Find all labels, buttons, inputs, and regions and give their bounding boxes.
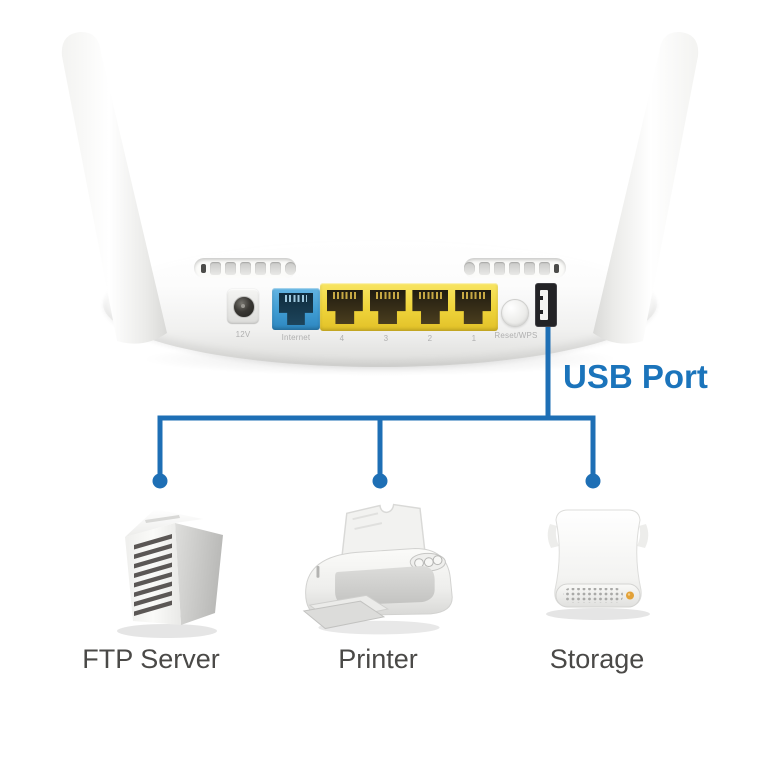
usb-port bbox=[535, 283, 557, 327]
vent-slat bbox=[524, 261, 535, 275]
printer-label: Printer bbox=[338, 644, 418, 674]
reset-wps-button bbox=[501, 299, 529, 327]
connection-dot bbox=[152, 473, 168, 489]
lan-port-label: 3 bbox=[383, 334, 389, 343]
vent-slat bbox=[270, 261, 281, 275]
vent-dot bbox=[201, 263, 206, 273]
vent-slat bbox=[255, 261, 266, 275]
power-jack bbox=[227, 289, 259, 324]
vent-slat bbox=[285, 261, 296, 275]
rj45-pins bbox=[285, 295, 307, 302]
vent-slat bbox=[210, 261, 221, 275]
vent-slat bbox=[494, 261, 505, 275]
vent-slat bbox=[479, 261, 490, 275]
power-jack-pin bbox=[241, 304, 245, 308]
rj45-pins bbox=[333, 292, 357, 299]
reset-wps-label: Reset/WPS bbox=[494, 331, 538, 340]
left-vent bbox=[194, 258, 296, 278]
lan-port-1 bbox=[455, 290, 492, 324]
rj45-pins bbox=[376, 292, 400, 299]
lan-ports bbox=[320, 283, 498, 331]
storage-label: Storage bbox=[549, 644, 645, 674]
internet-port-label: Internet bbox=[281, 333, 311, 342]
internet-port bbox=[272, 288, 320, 330]
lan-port-3 bbox=[369, 290, 406, 324]
lan-port-2 bbox=[412, 290, 449, 324]
branch-line bbox=[157, 415, 596, 474]
rj45-pins bbox=[418, 292, 442, 299]
ftp-server-icon bbox=[117, 509, 223, 638]
vent-slat bbox=[225, 261, 236, 275]
lan-port-label: 2 bbox=[427, 334, 433, 343]
vent-slat bbox=[539, 261, 550, 275]
printer-icon bbox=[302, 503, 453, 635]
lan-port-4 bbox=[326, 290, 363, 324]
lan-port-label: 1 bbox=[471, 334, 477, 343]
right-vent bbox=[464, 258, 566, 278]
usb-tongue bbox=[540, 290, 548, 320]
vent-dot bbox=[554, 263, 559, 273]
connection-dot bbox=[372, 473, 388, 489]
storage-icon bbox=[546, 509, 650, 620]
usb-port-callout-label: USB Port bbox=[563, 358, 708, 395]
ftp-server-label: FTP Server bbox=[82, 644, 220, 674]
rj45-pins bbox=[461, 292, 485, 299]
power-port-label: 12V bbox=[235, 330, 251, 339]
vent-slat bbox=[240, 261, 251, 275]
vent-slat bbox=[464, 261, 475, 275]
connection-dot bbox=[585, 473, 601, 489]
vent-slat bbox=[509, 261, 520, 275]
lan-port-label: 4 bbox=[339, 334, 345, 343]
rj45-jack bbox=[279, 293, 313, 325]
